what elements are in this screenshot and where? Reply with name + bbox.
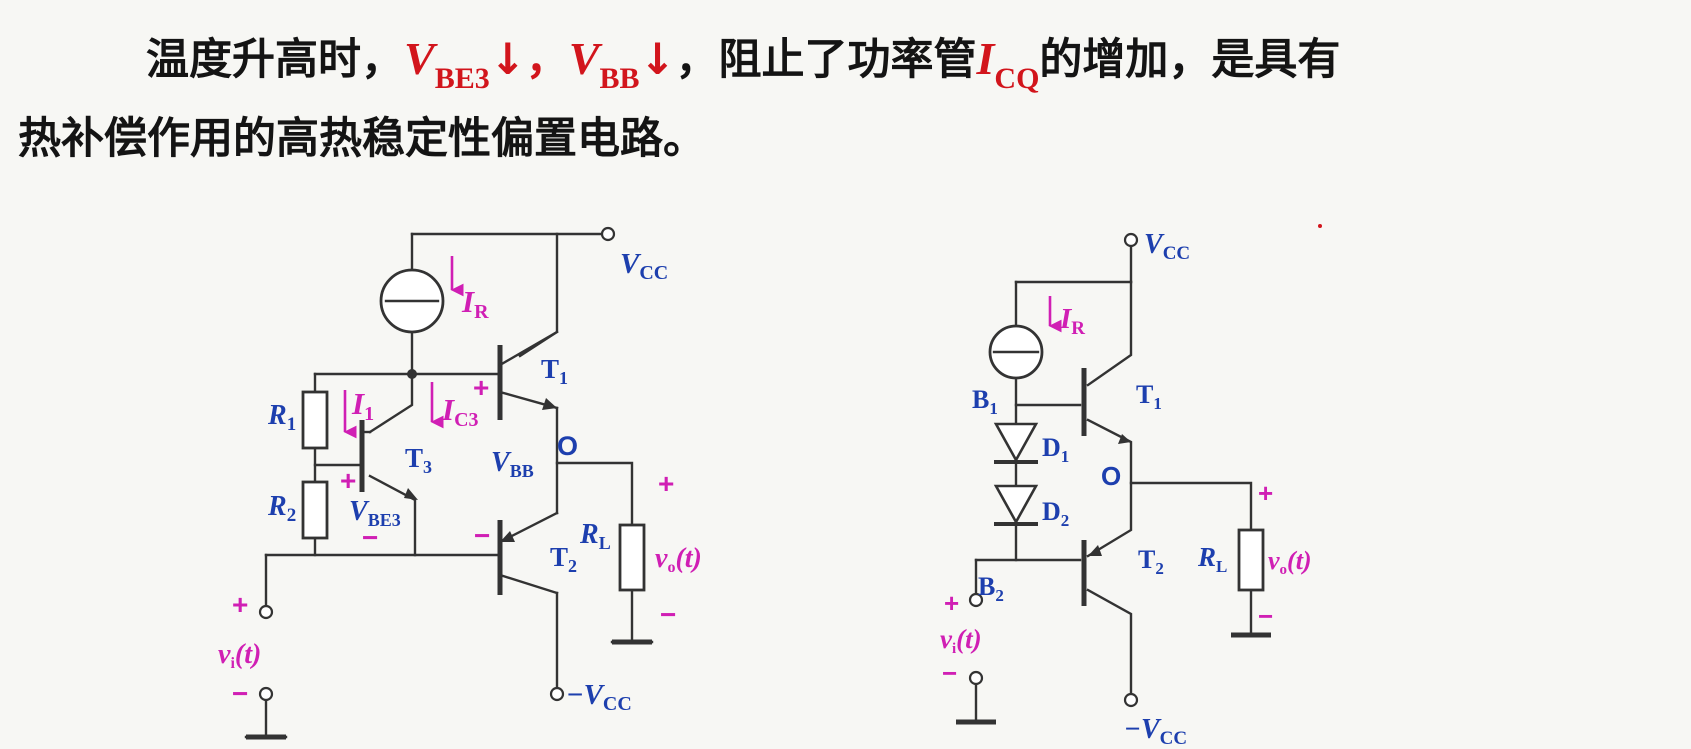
d2-label: D2 — [1042, 497, 1069, 530]
explanation-text: 温度升高时，VBE3↓，VBB↓，阻止了功率管ICQ的增加，是具有 热补偿作用的… — [18, 22, 1678, 176]
resistor-r2-icon — [301, 480, 329, 540]
t2-label: T2 — [550, 542, 577, 576]
minus-sign: − — [362, 522, 378, 553]
resistor-rl-icon — [618, 523, 646, 592]
transistor-t1-icon — [497, 330, 559, 420]
b1-label: B1 — [972, 385, 998, 418]
ir-label: IR — [461, 284, 489, 323]
left-circuit: VCC IR I1 IC3 R1 R2 T1 T2 T3 VBE3 VBB O … — [218, 226, 702, 740]
transistor-t1-icon — [1081, 368, 1131, 444]
text-segment: 的增加，是具有 — [1039, 35, 1341, 85]
neg-vcc-terminal-icon — [549, 686, 565, 702]
diode-d1-icon — [993, 422, 1039, 488]
plus-sign: + — [340, 465, 356, 496]
neg-vcc-label: −VCC — [566, 679, 632, 715]
explanation-line-1: 温度升高时，VBE3↓，VBB↓，阻止了功率管ICQ的增加，是具有 — [18, 22, 1678, 102]
minus-sign: − — [474, 520, 490, 551]
ir-label: IR — [1059, 303, 1085, 339]
junction-dot — [407, 369, 417, 379]
t3-label: T3 — [405, 443, 432, 477]
neg-vcc-terminal-icon — [1123, 692, 1139, 708]
plus-sign: + — [473, 372, 489, 403]
vcc-terminal-icon — [600, 226, 616, 242]
down-arrow-icon: ↓ — [639, 35, 676, 85]
rl-label: RL — [579, 519, 611, 553]
d1-label: D1 — [1042, 433, 1069, 466]
input-terminal-icon — [968, 670, 984, 686]
rl-label: RL — [1197, 542, 1227, 576]
t1-label: T1 — [541, 354, 568, 388]
vo-label: vo(t) — [655, 543, 702, 576]
transistor-t2-icon — [497, 511, 559, 595]
minus-sign: − — [942, 658, 957, 688]
r2-label: R2 — [267, 491, 296, 526]
plus-sign: + — [658, 468, 674, 499]
ic3-label: IC3 — [441, 392, 479, 431]
t2-label: T2 — [1138, 545, 1164, 578]
vbb-label: VBB — [491, 447, 534, 481]
plus-sign: + — [1258, 478, 1273, 508]
right-circuit: VCC IR B1 D1 D2 T1 T2 O B2 RL vo(t) vi(t… — [940, 229, 1312, 749]
minus-sign: − — [660, 599, 676, 630]
vcc-label: VCC — [620, 248, 668, 284]
input-terminal-icon — [258, 686, 274, 702]
transistor-t3-icon — [359, 420, 418, 500]
text-segment: 温度升高时， — [146, 35, 404, 85]
t1-label: T1 — [1136, 380, 1162, 413]
minus-sign: − — [1258, 601, 1273, 631]
resistor-rl-icon — [1237, 528, 1265, 592]
plus-sign: + — [232, 589, 248, 620]
node-o-label: O — [557, 431, 578, 461]
vi-label: vi(t) — [218, 639, 261, 672]
input-terminal-icon — [968, 592, 984, 608]
transistor-t2-icon — [1081, 540, 1102, 606]
r1-label: R1 — [267, 400, 296, 435]
vbe3-label: VBE3 — [349, 496, 401, 530]
stray-dot — [1318, 224, 1322, 228]
neg-vcc-label: −VCC — [1124, 714, 1187, 749]
down-arrow-icon: ↓ — [489, 35, 526, 85]
vo-label: vo(t) — [1268, 546, 1312, 578]
wires — [244, 232, 654, 739]
vi-label: vi(t) — [940, 624, 982, 657]
vcc-terminal-icon — [1123, 232, 1139, 248]
vcc-label: VCC — [1144, 229, 1190, 264]
text-segment: ，阻止了功率管 — [675, 35, 977, 85]
vbe3-symbol: VBE3↓，VBB↓ — [404, 33, 676, 95]
explanation-line-2: 热补偿作用的高热稳定性偏置电路。 — [18, 114, 706, 164]
input-terminal-icon — [258, 604, 274, 620]
b2-label: B2 — [978, 572, 1004, 605]
wires — [974, 238, 1253, 724]
plus-sign: + — [944, 588, 959, 618]
diode-d2-icon — [993, 484, 1039, 526]
minus-sign: − — [232, 678, 248, 709]
i1-label: I1 — [351, 386, 374, 425]
resistor-r1-icon — [301, 390, 329, 450]
icq-symbol: ICQ — [976, 33, 1040, 95]
node-o-label: O — [1101, 461, 1121, 491]
